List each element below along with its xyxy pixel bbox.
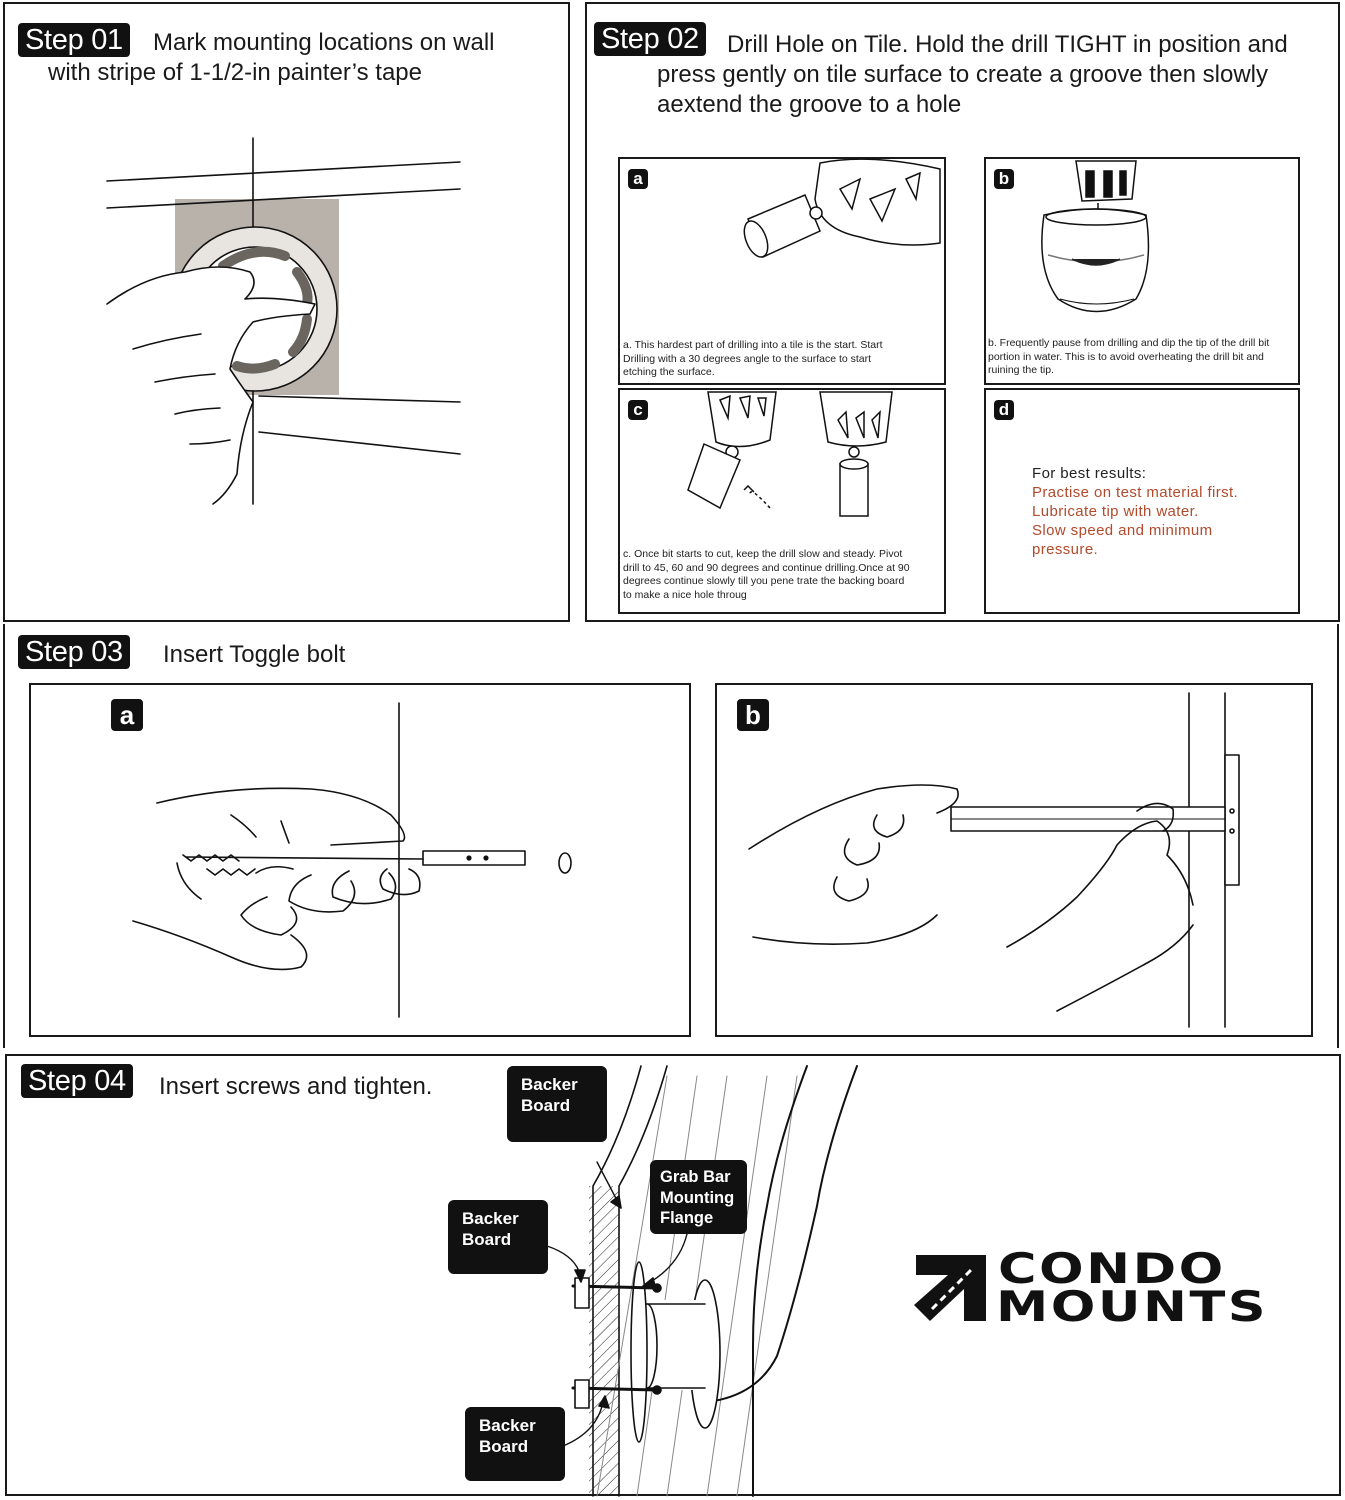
best-results-tips: Practise on test material first. Lubrica… (1032, 483, 1238, 559)
callout-bottom-line2: Board (479, 1436, 529, 1456)
step-03-panel: Step 03 Insert Toggle bolt a (3, 624, 1339, 1048)
step-03-a-letter: a (111, 699, 143, 731)
subpanel-b-letter: b (994, 169, 1014, 189)
callout-backer-board-top: Backer Board (507, 1066, 607, 1142)
tip-4: pressure. (1032, 541, 1099, 558)
callout-bottom-line1: Backer (479, 1416, 536, 1435)
subpanel-a-caption: a. This hardest part of drilling into a … (623, 339, 943, 380)
callout-mid-line1: Backer (462, 1209, 519, 1228)
step-02-panel: Step 02 Drill Hole on Tile. Hold the dri… (585, 2, 1340, 622)
step-01-panel: Step 01 Mark mounting locations on wall … (3, 2, 570, 622)
step-02-instruction-line3: aextend the groove to a hole (657, 91, 962, 118)
subpanel-d-letter: d (994, 400, 1014, 420)
step-01-illustration (106, 137, 461, 505)
callout-top-line1: Backer (521, 1075, 578, 1094)
step-02-tag: Step 02 (594, 22, 706, 56)
step-03-subpanel-a: a (29, 683, 691, 1037)
grab-bar-cross-section-illustration (546, 1065, 858, 1497)
caption-a-line-1: a. This hardest part of drilling into a … (623, 339, 883, 351)
caption-c-line-1: c. Once bit starts to cut, keep the dril… (623, 548, 903, 560)
callout-grab-bar-flange: Grab Bar Mounting Flange (650, 1160, 747, 1234)
caption-a-line-3: etching the surface. (623, 366, 715, 378)
toggle-bolt-insert-illustration (132, 702, 572, 1018)
subpanel-b-caption: b. Frequently pause from drilling and di… (988, 337, 1298, 378)
caption-c-line-3: degrees continue slowly till you pene tr… (623, 575, 905, 587)
callout-backer-board-bottom: Backer Board (465, 1407, 565, 1481)
best-results-heading: For best results: (1032, 465, 1147, 482)
condo-mounts-logo-icon (914, 1255, 986, 1321)
step-04-tag: Step 04 (21, 1064, 133, 1098)
caption-b-line-2: portion in water. This is to avoid overh… (988, 350, 1264, 363)
toggle-bolt-push-illustration (748, 692, 1240, 1028)
caption-c-line-2: drill to 45, 60 and 90 degrees and conti… (623, 561, 910, 574)
tip-3: Slow speed and minimum (1032, 522, 1213, 539)
step-02-subpanel-d: d For best results: Practise on test mat… (984, 388, 1300, 614)
logo-text-condo: CONDO (998, 1244, 1226, 1293)
step-01-instruction-line2: with stripe of 1-1/2-in painter’s tape (48, 59, 422, 86)
drill-angled-illustration (743, 158, 941, 259)
step-02-instruction-line2: press gently on tile surface to create a… (657, 61, 1268, 88)
subpanel-a-letter: a (628, 169, 648, 189)
step-04-instruction: Insert screws and tighten. (159, 1073, 433, 1100)
tip-2: Lubricate tip with water. (1032, 503, 1199, 520)
step-03-instruction: Insert Toggle bolt (163, 641, 346, 668)
step-03-tag: Step 03 (18, 635, 130, 669)
tip-1: Practise on test material first. (1032, 484, 1239, 501)
subpanel-c-caption: c. Once bit starts to cut, keep the dril… (623, 548, 943, 602)
callout-backer-board-middle: Backer Board (448, 1200, 548, 1274)
step-01-instruction-line1: Mark mounting locations on wall (153, 29, 495, 56)
drill-dip-water-illustration (1041, 160, 1150, 313)
step-02-subpanel-a: a a. This hardest part of drilling into … (618, 157, 946, 385)
caption-b-line-1: b. Frequently pause from drilling and di… (988, 337, 1270, 349)
step-02-instruction-line1: Drill Hole on Tile. Hold the drill TIGHT… (727, 31, 1288, 58)
step-02-subpanel-c: c c. Once bit starts to cut, k (618, 388, 946, 614)
drill-pivot-illustration (687, 391, 893, 517)
callout-flange-line1: Grab Bar (660, 1168, 731, 1186)
callout-flange-line2: Mounting (660, 1188, 735, 1207)
step-03-b-letter: b (737, 699, 769, 731)
step-04-panel: Step 04 Insert screws and tighten. (5, 1054, 1341, 1497)
caption-a-line-2: Drilling with a 30 degrees angle to the … (623, 352, 872, 365)
step-01-tag: Step 01 (18, 23, 130, 57)
caption-c-line-4: to make a nice hole throug (623, 588, 747, 601)
step-02-subpanel-b: b b. Frequently pause from drilling and … (984, 157, 1300, 385)
subpanel-c-letter: c (628, 400, 648, 420)
logo-text-mounts: MOUNTS (996, 1282, 1269, 1331)
callout-flange-line3: Flange (660, 1209, 714, 1227)
callout-mid-line2: Board (462, 1229, 512, 1249)
callout-top-line2: Board (521, 1095, 571, 1115)
step-03-subpanel-b: b (715, 683, 1313, 1037)
caption-b-line-3: ruining the tip. (988, 364, 1054, 376)
